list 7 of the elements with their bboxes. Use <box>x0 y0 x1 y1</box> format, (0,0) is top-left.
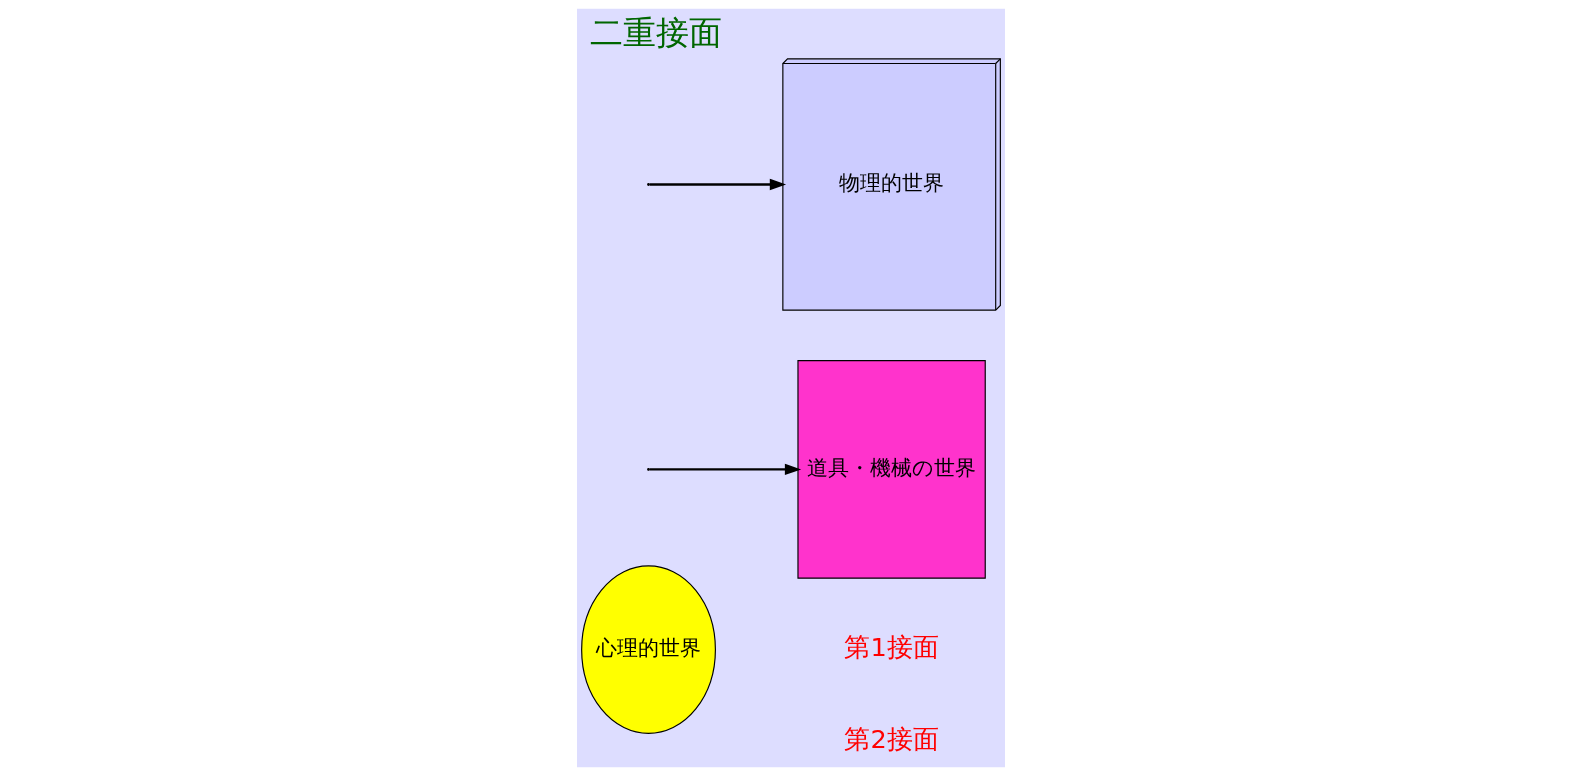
diagram-title: 二重接面 <box>590 14 723 53</box>
node-box: 道具・機械の世界 <box>797 360 986 579</box>
arrow <box>649 463 802 476</box>
node-ellipse: 心理的世界 <box>581 565 716 734</box>
label: 第2接面 <box>844 724 939 755</box>
label: 第1接面 <box>844 632 939 663</box>
arrow <box>649 178 787 191</box>
